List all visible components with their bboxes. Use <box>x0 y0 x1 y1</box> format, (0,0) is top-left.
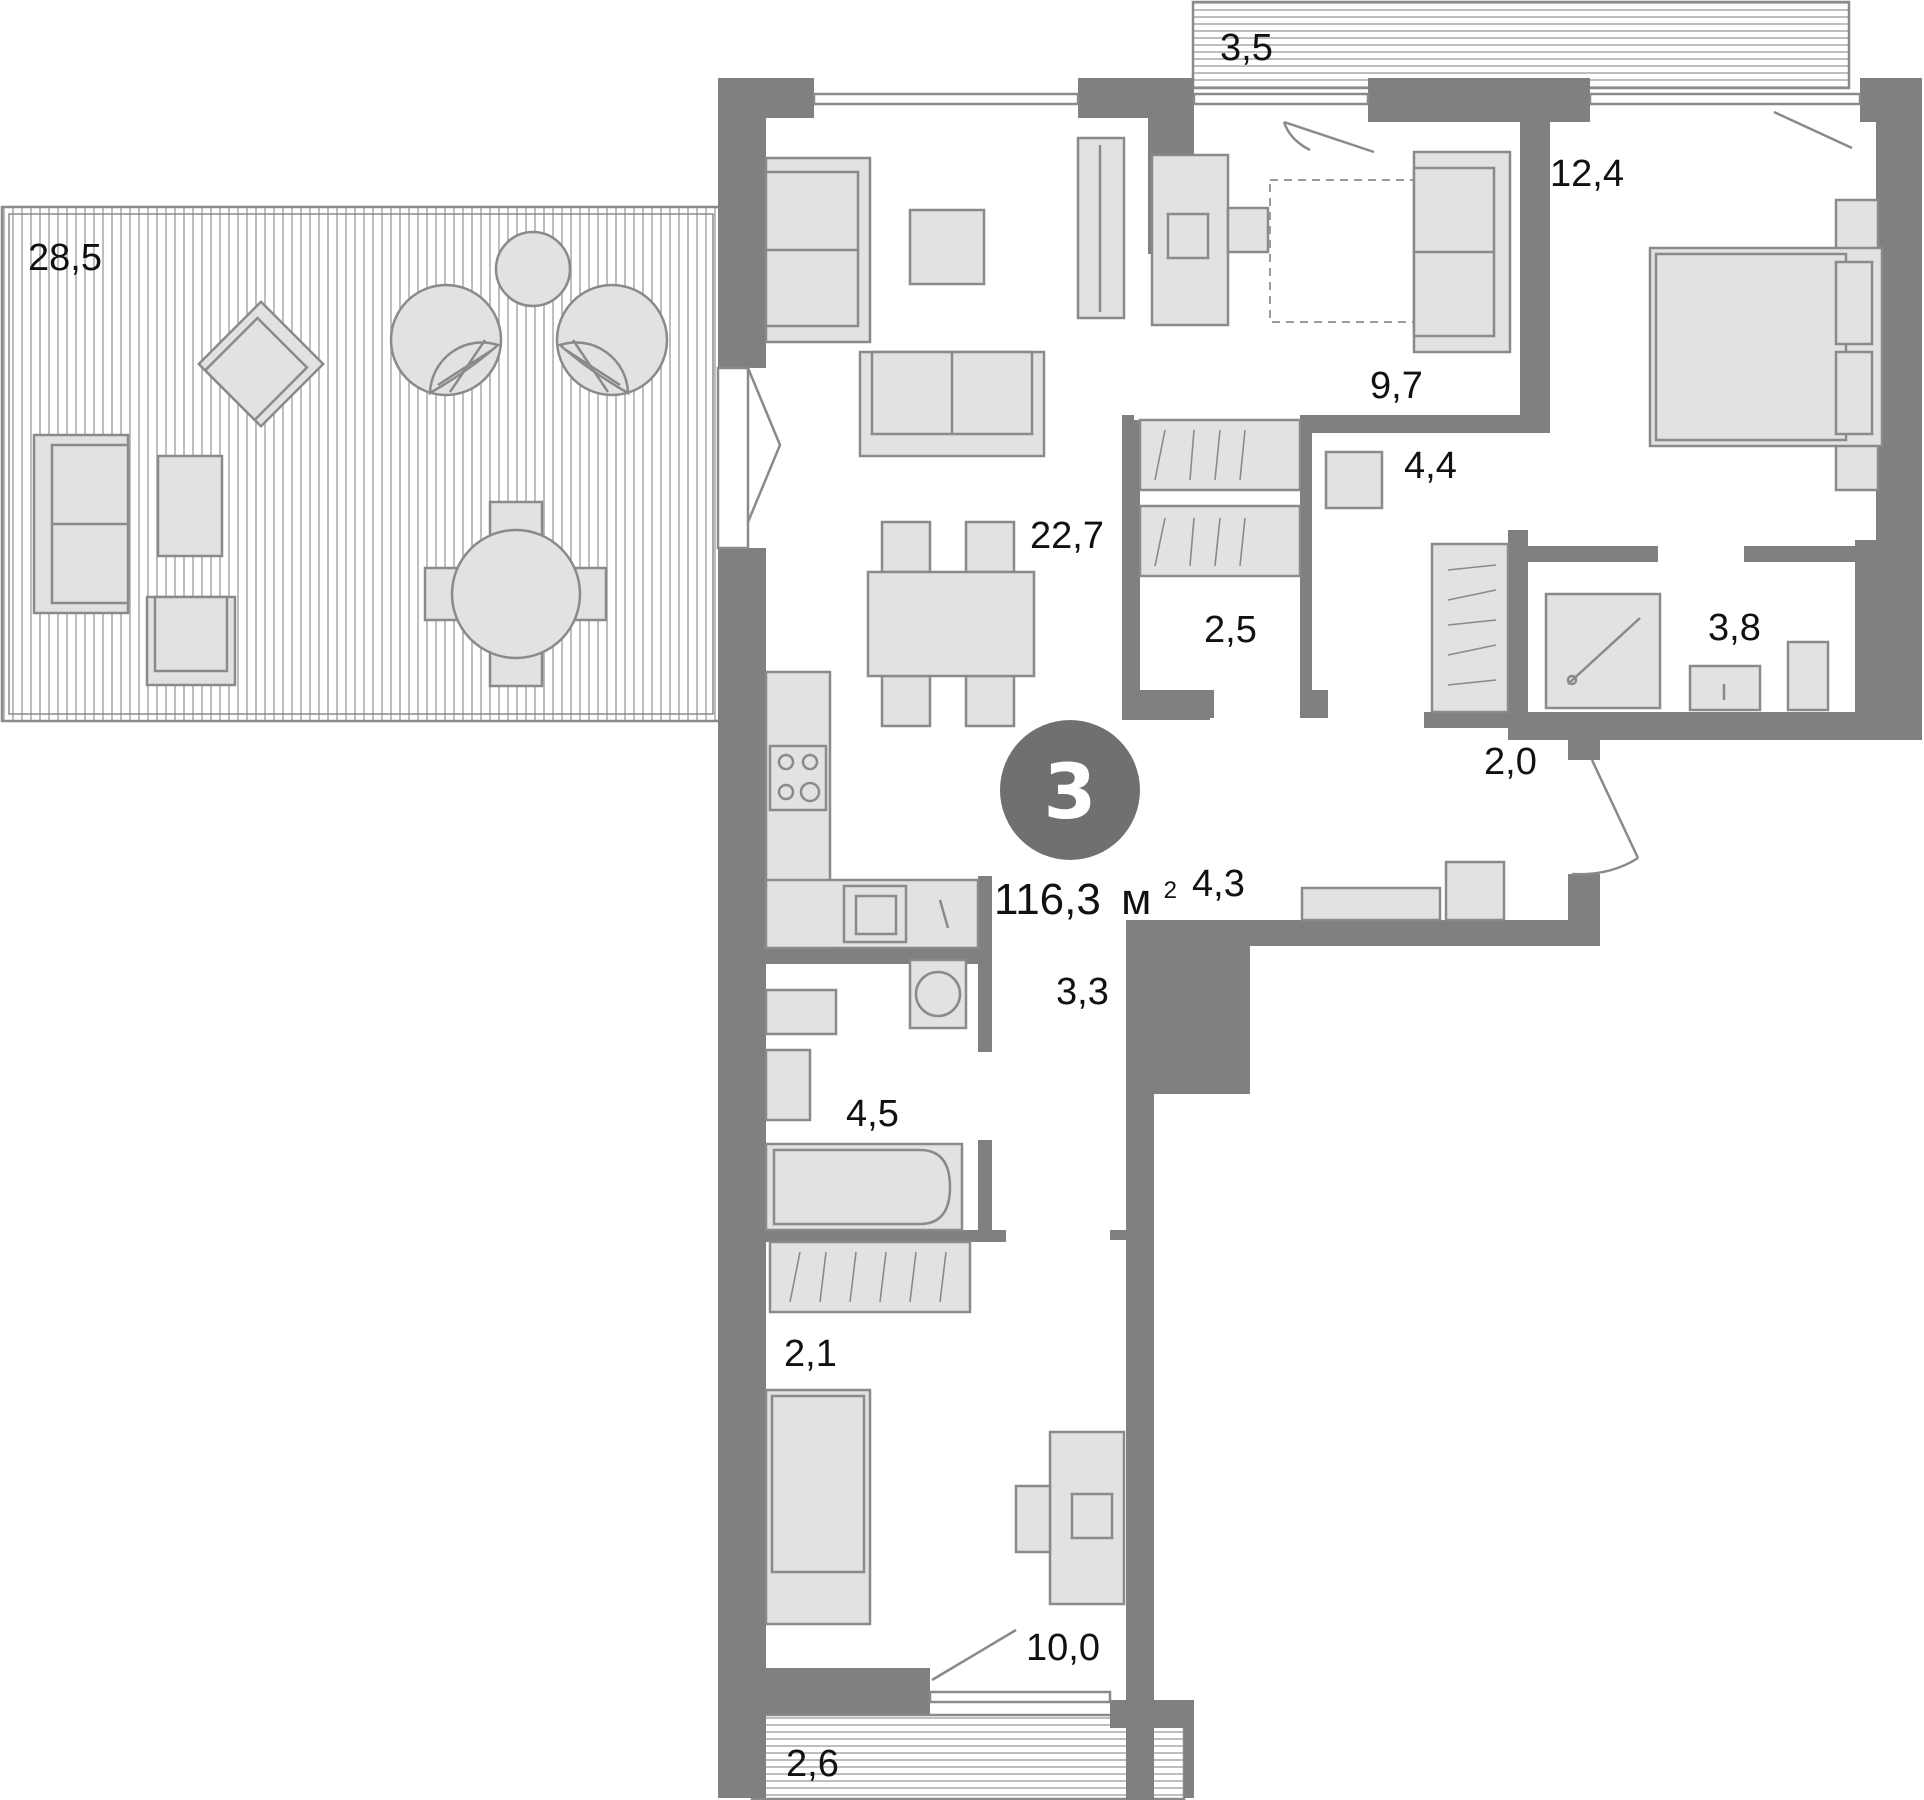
study-rug-icon <box>1269 179 1415 323</box>
coffee-table-icon <box>908 208 986 286</box>
hall-rack-icon <box>1300 860 1506 922</box>
area-bathroom: 4,5 <box>846 1093 899 1135</box>
bedroom-desk-icon <box>1014 1430 1126 1606</box>
pantry-box-icon <box>1324 450 1384 510</box>
toilet-icon <box>764 988 838 1036</box>
area-closet-walkin: 2,5 <box>1204 609 1257 651</box>
shower-icon <box>1544 592 1662 710</box>
area-closet-small: 2,0 <box>1484 741 1537 783</box>
area-living-kitchen: 22,7 <box>1030 515 1104 557</box>
total-area-unit-sup: 2 <box>1164 877 1177 904</box>
balcony-bottom <box>750 1713 1186 1800</box>
terrace-dining-set-icon <box>423 500 608 688</box>
study-desk-icon <box>1150 153 1270 327</box>
rooms-count: 3 <box>1044 747 1097 836</box>
tv-unit-icon <box>1076 136 1126 320</box>
total-area-value: 116,3 <box>994 875 1101 924</box>
area-balcony-bottom: 2,6 <box>786 1743 839 1785</box>
area-bedroom-master: 12,4 <box>1550 153 1624 195</box>
terrace-table-icon <box>156 454 224 558</box>
study-sofa-icon <box>1412 150 1512 354</box>
area-balcony-top: 3,5 <box>1220 27 1273 69</box>
ensuite-toilet-icon <box>1786 640 1830 712</box>
rooms-count-badge: 3 <box>1000 720 1140 860</box>
balcony-top <box>1191 0 1851 90</box>
total-area-unit: м <box>1121 875 1151 924</box>
closet-mid-icon <box>1138 504 1302 578</box>
closet-top-icon <box>1138 418 1302 492</box>
area-pantry: 4,4 <box>1404 445 1457 487</box>
terrace-armchair-rotated-icon <box>197 300 325 428</box>
terrace <box>0 205 722 723</box>
windows <box>716 92 1862 1704</box>
parasol-right-icon <box>555 283 669 397</box>
terrace-armchair-icon <box>145 595 237 687</box>
bathtub-icon <box>764 1142 964 1232</box>
second-sofa-icon <box>858 350 1046 458</box>
total-area: 116,3 м 2 <box>994 875 1177 924</box>
area-hall: 4,3 <box>1192 863 1245 905</box>
closet-vertical-icon <box>1430 542 1510 714</box>
area-corridor: 3,3 <box>1056 971 1109 1013</box>
area-terrace: 28,5 <box>28 237 102 279</box>
living-sofa-icon <box>764 156 872 344</box>
doors <box>746 110 1853 1682</box>
wardrobe-icon <box>768 1240 972 1314</box>
area-study: 9,7 <box>1370 365 1423 407</box>
area-bedroom: 10,0 <box>1026 1627 1100 1669</box>
area-bathroom-ensuite: 3,8 <box>1708 607 1761 649</box>
ensuite-sink-icon <box>1688 664 1762 712</box>
area-wardrobe: 2,1 <box>784 1333 837 1375</box>
terrace-round-table-icon <box>494 230 572 308</box>
kitchen-units-icon <box>764 670 980 950</box>
dining-set-icon <box>866 520 1036 728</box>
bedroom-bed-icon <box>764 1388 872 1626</box>
master-bed-icon <box>1648 198 1884 492</box>
bathroom-sink-icon <box>764 1048 812 1122</box>
parasol-left-icon <box>389 283 503 397</box>
terrace-sofa-icon <box>32 433 130 615</box>
washing-machine-drum-icon <box>914 970 962 1018</box>
